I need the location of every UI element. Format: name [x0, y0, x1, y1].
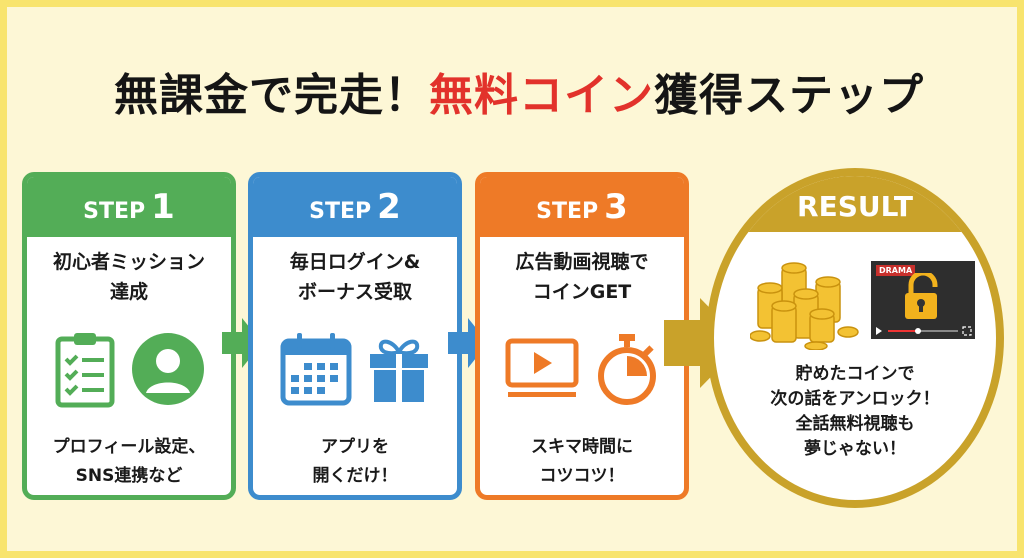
stopwatch-icon: [598, 334, 656, 405]
result-line: 全話無料視聴も: [795, 414, 915, 434]
result-description: 貯めたコインで 次の話をアンロック！ 全話無料視聴も 夢じゃない！: [714, 362, 996, 462]
title-part-3: 獲得ステップ: [654, 70, 924, 121]
step-number: 1: [151, 187, 175, 227]
step-label: STEP: [536, 199, 599, 224]
step-title-line: 毎日ログイン&: [289, 251, 421, 273]
step-label: STEP: [83, 199, 146, 224]
result-panel: RESULT DRAMA 貯めたコインで 次の話をアンロック！ 全話無料視聴も …: [706, 168, 1004, 508]
step-desc-line: SNS連携など: [75, 466, 183, 486]
step-title-line: ボーナス受取: [297, 281, 412, 303]
title-highlight: 無料コイン: [429, 70, 654, 121]
result-line: 貯めたコインで: [795, 364, 915, 384]
step-desc-line: コツコツ！: [539, 466, 625, 486]
step-desc-line: プロフィール設定、: [52, 437, 206, 457]
drama-video-thumbnail: DRAMA: [871, 261, 975, 339]
step-label: STEP: [309, 199, 372, 224]
step-number: 2: [377, 187, 401, 227]
step-desc-line: スキマ時間に: [531, 437, 633, 457]
step-title-line: 初心者ミッション: [52, 251, 205, 273]
step-desc-line: 開くだけ！: [312, 466, 398, 486]
arrow-right-icon: [664, 298, 744, 388]
user-avatar-icon: [132, 333, 204, 405]
step-number: 3: [604, 187, 628, 227]
calendar-icon: [280, 333, 352, 406]
step-2-title: 毎日ログイン&ボーナス受取: [253, 247, 457, 311]
gift-icon: [370, 339, 428, 402]
step-1-description: プロフィール設定、 SNS連携など: [27, 433, 231, 491]
result-line: 次の話をアンロック！: [770, 389, 940, 409]
video-play-icon: [505, 338, 579, 397]
result-header: RESULT: [714, 176, 996, 232]
result-line: 夢じゃない！: [804, 439, 906, 459]
step-3-description: スキマ時間にコツコツ！: [480, 433, 684, 491]
step-1-title: 初心者ミッション達成: [27, 247, 231, 311]
step-2-description: アプリを開くだけ！: [253, 433, 457, 491]
step-title-line: コインGET: [532, 281, 632, 303]
video-progress-bar[interactable]: [871, 325, 975, 337]
step-desc-line: アプリを: [321, 437, 389, 457]
title-part-1: 無課金で完走！: [114, 70, 429, 121]
step-title-line: 広告動画視聴で: [515, 251, 649, 273]
drama-badge: DRAMA: [876, 265, 916, 276]
clipboard-checklist-icon: [55, 333, 115, 408]
coin-stack-icon: [750, 262, 859, 350]
unlock-icon: [905, 273, 938, 319]
step-3-title: 広告動画視聴でコインGET: [480, 247, 684, 311]
step-title-line: 達成: [109, 281, 148, 303]
page-title: 無課金で完走！無料コイン獲得ステップ: [7, 59, 1024, 123]
